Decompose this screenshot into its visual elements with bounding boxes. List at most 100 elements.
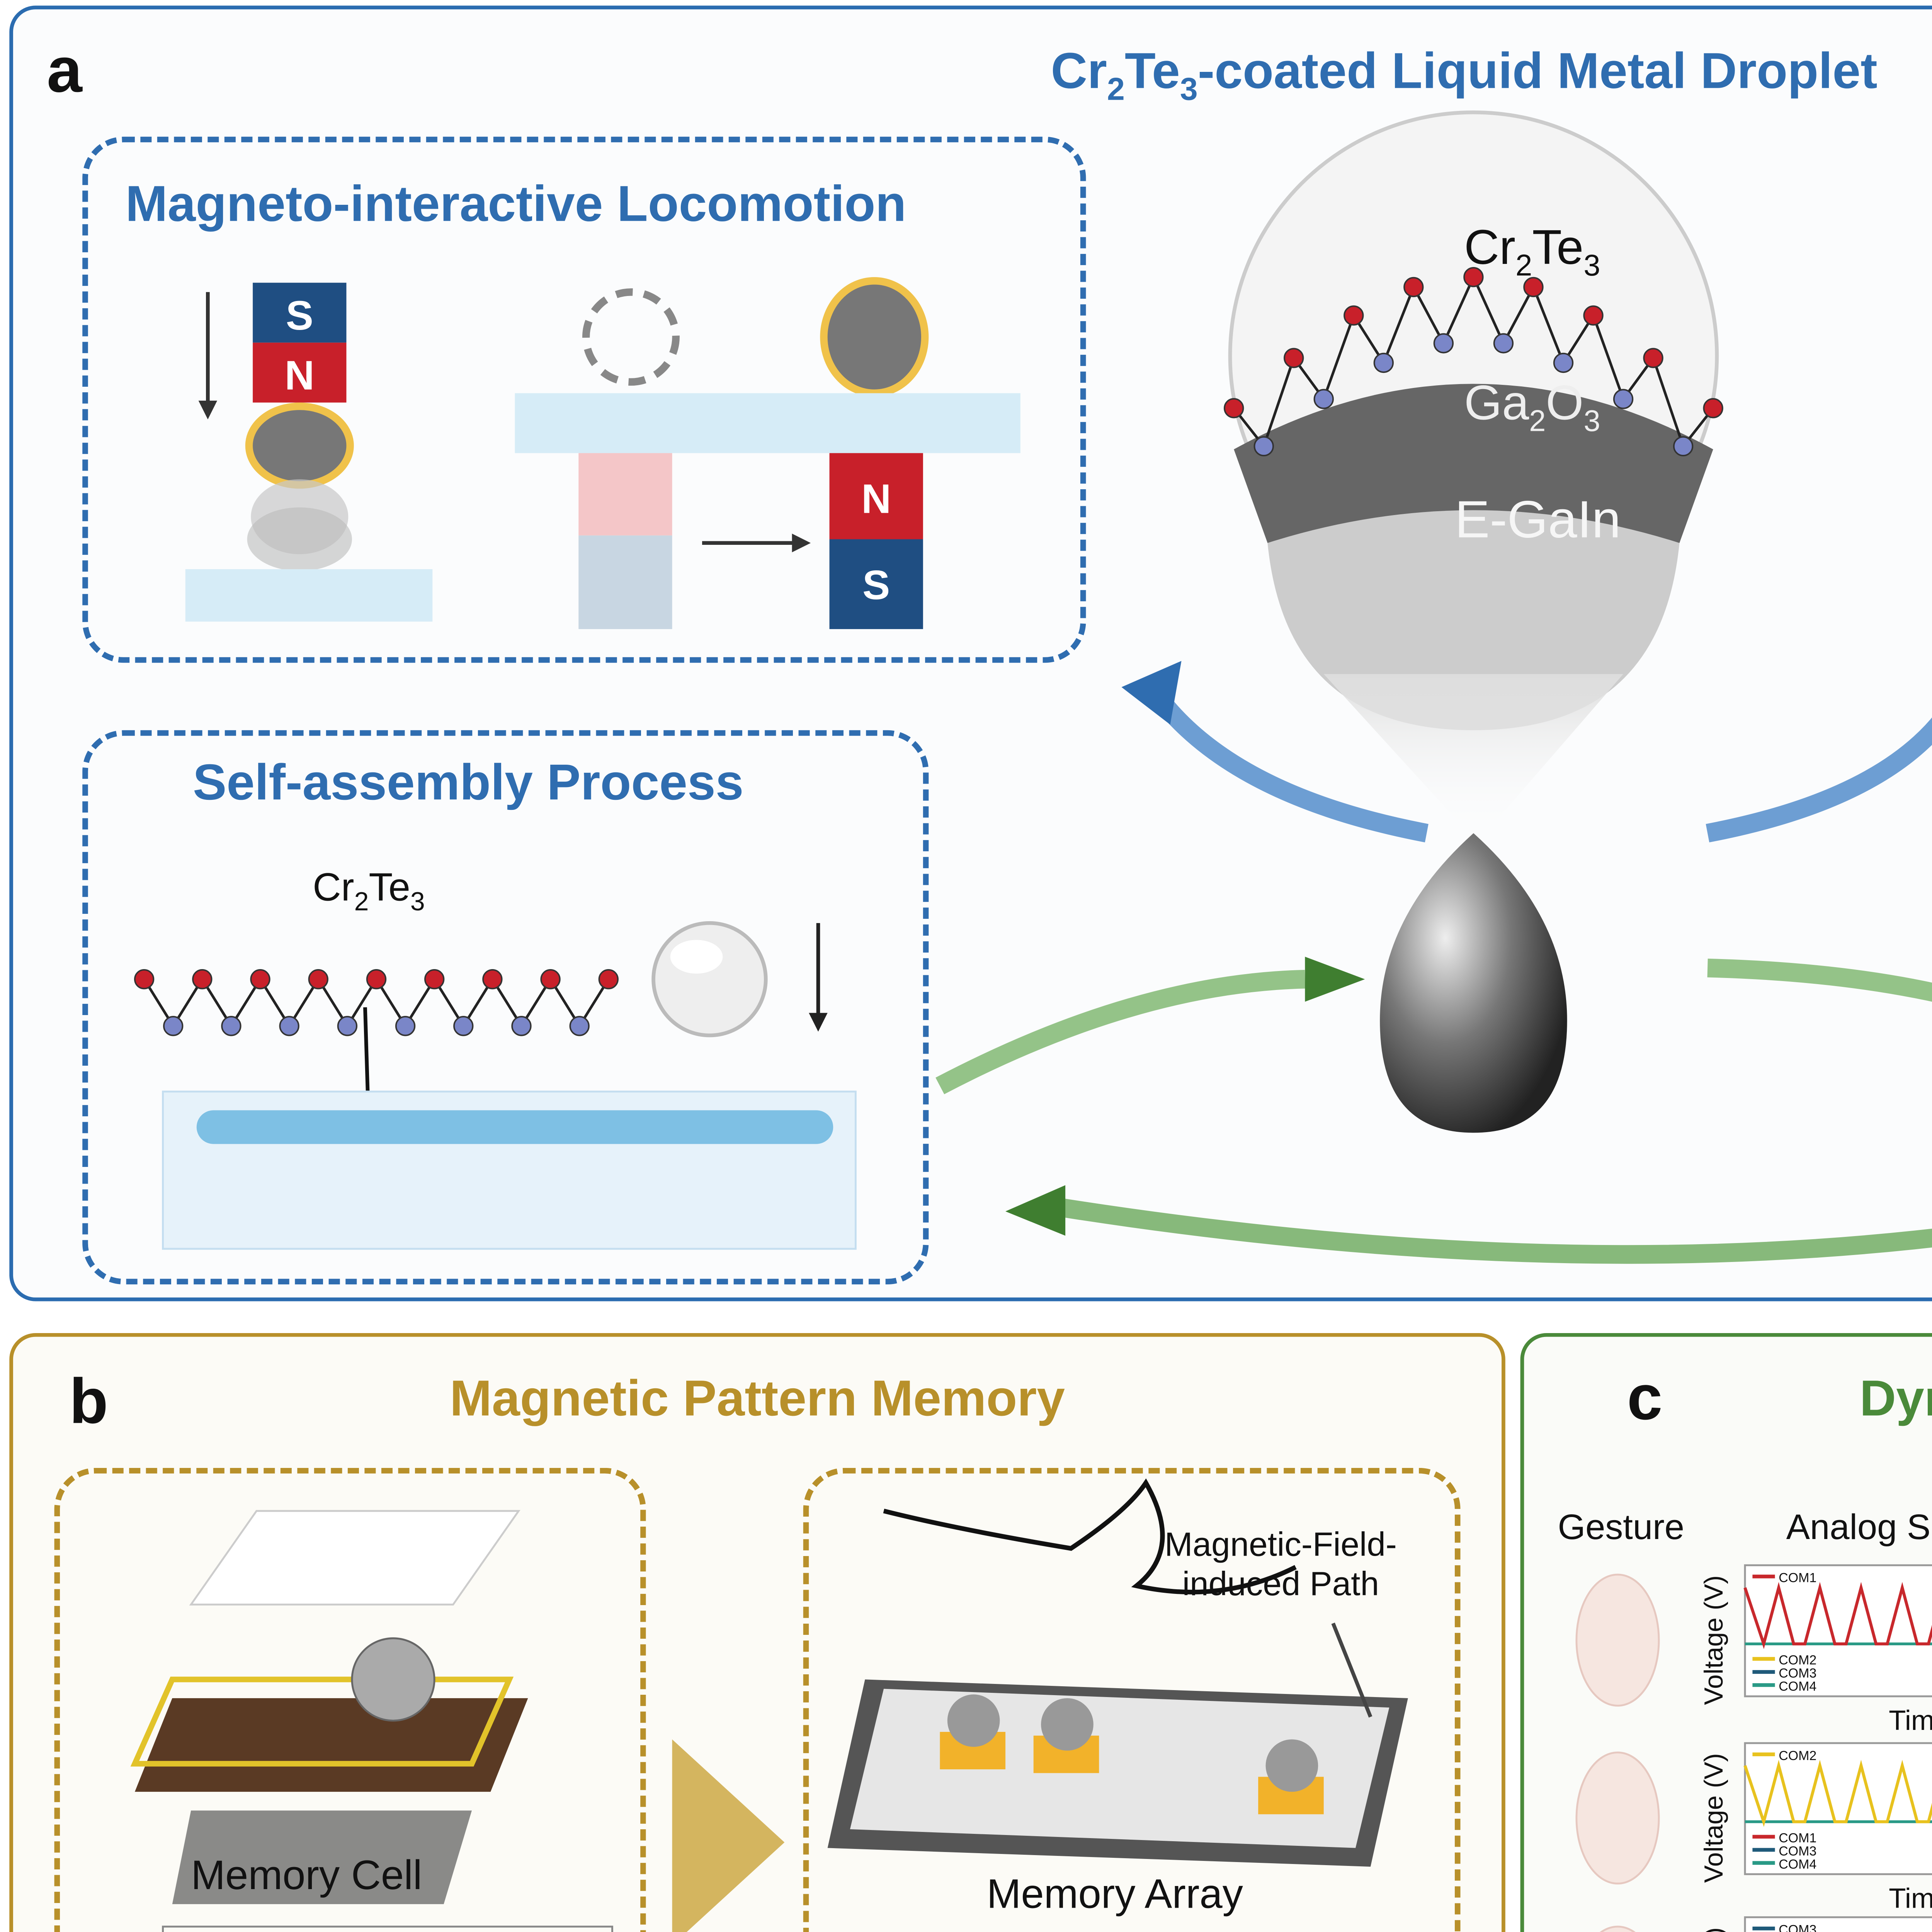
legend-label: COM3 bbox=[1779, 1922, 1816, 1932]
panel-a: a Cr2Te3-coated Liquid Metal Droplet Mag… bbox=[9, 5, 1932, 1301]
signal-frame bbox=[1744, 1564, 1932, 1697]
legend-label: COM4 bbox=[1779, 1857, 1816, 1872]
magnet-s-pole bbox=[253, 282, 347, 343]
panel-b-label: b bbox=[69, 1367, 108, 1438]
header-analog-signals: Analog Signals bbox=[1786, 1509, 1932, 1549]
arrow-to-non-wettability bbox=[1706, 717, 1932, 843]
atom bbox=[163, 1016, 184, 1036]
legend-label: COM2 bbox=[1779, 1653, 1816, 1668]
cr2te3-layer-label: Cr2Te3 bbox=[313, 867, 425, 916]
signal-x-label: Time (s) bbox=[1889, 1705, 1932, 1736]
liquid-metal-droplet bbox=[1380, 833, 1567, 1133]
atom bbox=[250, 969, 270, 990]
self-assembly-title: Self-assembly Process bbox=[193, 754, 744, 811]
magnet-n-pole bbox=[253, 342, 347, 403]
panel-a-label: a bbox=[47, 36, 82, 107]
surface-lattice bbox=[1224, 267, 1723, 457]
legend-label: COM3 bbox=[1779, 1844, 1816, 1859]
plot-frame bbox=[162, 1925, 613, 1932]
atom bbox=[1613, 389, 1634, 409]
legend-label: COM3 bbox=[1779, 1666, 1816, 1681]
center-illustration bbox=[1224, 110, 1723, 1133]
atom bbox=[134, 969, 155, 990]
atom bbox=[1403, 277, 1424, 298]
memory-array-box: Magnetic-Field-induced Path Memory Array… bbox=[803, 1468, 1461, 1932]
self-assembly-illustration bbox=[134, 921, 857, 1250]
flow-arrows bbox=[935, 661, 1932, 1264]
atom bbox=[1463, 267, 1484, 287]
signal-line bbox=[1743, 1760, 1932, 1827]
panel-c-title: Dynamic Gesture Recognition bbox=[1859, 1370, 1932, 1427]
hand-gesture-icon bbox=[1575, 1751, 1660, 1884]
arrow-recycle-loop bbox=[1060, 1198, 1932, 1264]
atom bbox=[366, 969, 387, 990]
arrow-to-recycling bbox=[1707, 958, 1932, 1002]
substrate-plate bbox=[515, 393, 1020, 453]
panel-c: c Dynamic Gesture Recognition Gesture An… bbox=[1520, 1333, 1932, 1932]
atom bbox=[308, 969, 328, 990]
locomotion-title: Magneto-interactive Locomotion bbox=[125, 176, 906, 232]
signal-y-label: Voltage (V) bbox=[1699, 1753, 1728, 1883]
ghost-droplet bbox=[582, 288, 680, 386]
atom bbox=[1703, 398, 1723, 418]
atom bbox=[1313, 389, 1334, 409]
transition-arrow-icon bbox=[672, 1739, 785, 1932]
signal-frame bbox=[1744, 1916, 1932, 1932]
signal-plot: COM3COM1COM2COM4Voltage (V)Time (s) bbox=[1600, 1916, 1932, 1932]
liquid-film bbox=[196, 1110, 833, 1144]
voltage-time-chart: 010203040012Time (s)Voltage (V) bbox=[162, 1925, 613, 1932]
arrow-to-droplet bbox=[935, 969, 1305, 1094]
signal-x-label: Time (s) bbox=[1889, 1883, 1932, 1914]
memory-cell-label: Memory Cell bbox=[191, 1852, 422, 1899]
svg-text:N: N bbox=[861, 476, 891, 522]
atom bbox=[337, 1016, 358, 1036]
locomotion-illustration: S N N S bbox=[185, 277, 1020, 629]
atom bbox=[511, 1016, 532, 1036]
memory-array-label: Memory Array bbox=[986, 1870, 1243, 1917]
header-gesture: Gesture bbox=[1558, 1509, 1684, 1549]
atom bbox=[424, 969, 445, 990]
moved-droplet bbox=[820, 277, 929, 397]
signal-frame bbox=[1744, 1742, 1932, 1875]
svg-text:S: S bbox=[862, 562, 890, 608]
atom bbox=[221, 1016, 242, 1036]
atom bbox=[192, 969, 213, 990]
bubble-ga2o3-label: Ga2O3 bbox=[1464, 374, 1600, 439]
atom bbox=[1493, 333, 1514, 354]
hand-gesture-icon bbox=[1600, 1925, 1636, 1932]
atom bbox=[1224, 398, 1244, 418]
magnetic-path bbox=[883, 1478, 1297, 1595]
panel-a-title: Cr2Te3-coated Liquid Metal Droplet bbox=[1051, 43, 1878, 108]
atom bbox=[1284, 348, 1304, 368]
atom bbox=[1253, 436, 1274, 457]
arrow-to-locomotion bbox=[1148, 687, 1429, 843]
atom bbox=[279, 1016, 299, 1036]
self-assembly-box: Self-assembly Process Cr2Te3 bbox=[82, 730, 929, 1285]
atom bbox=[569, 1016, 590, 1036]
panel-b: b Magnetic Pattern Memory Memory Cell 01… bbox=[9, 1333, 1505, 1932]
panel-c-label: c bbox=[1627, 1363, 1663, 1434]
svg-text:N: N bbox=[285, 352, 315, 398]
signal-y-label: Voltage (V) bbox=[1699, 1927, 1728, 1932]
atom bbox=[1373, 352, 1394, 373]
substrate bbox=[185, 569, 433, 622]
memory-cell-box: Memory Cell 010203040012Time (s)Voltage … bbox=[54, 1468, 646, 1932]
locomotion-box: Magneto-interactive Locomotion S N bbox=[82, 136, 1086, 663]
svg-text:S: S bbox=[286, 292, 313, 338]
atom bbox=[453, 1016, 474, 1036]
magnetic-path-label: Magnetic-Field-induced Path bbox=[1164, 1526, 1397, 1603]
atom bbox=[1433, 333, 1454, 354]
bubble-egain-label: E-GaIn bbox=[1454, 490, 1621, 549]
atom bbox=[1583, 305, 1604, 326]
legend-label: COM1 bbox=[1779, 1831, 1816, 1845]
atom bbox=[1643, 348, 1663, 368]
legend-label: COM4 bbox=[1779, 1679, 1816, 1694]
atom bbox=[482, 969, 503, 990]
legend-label: COM1 bbox=[1779, 1570, 1816, 1585]
atom bbox=[598, 969, 619, 990]
atom bbox=[1523, 277, 1544, 298]
